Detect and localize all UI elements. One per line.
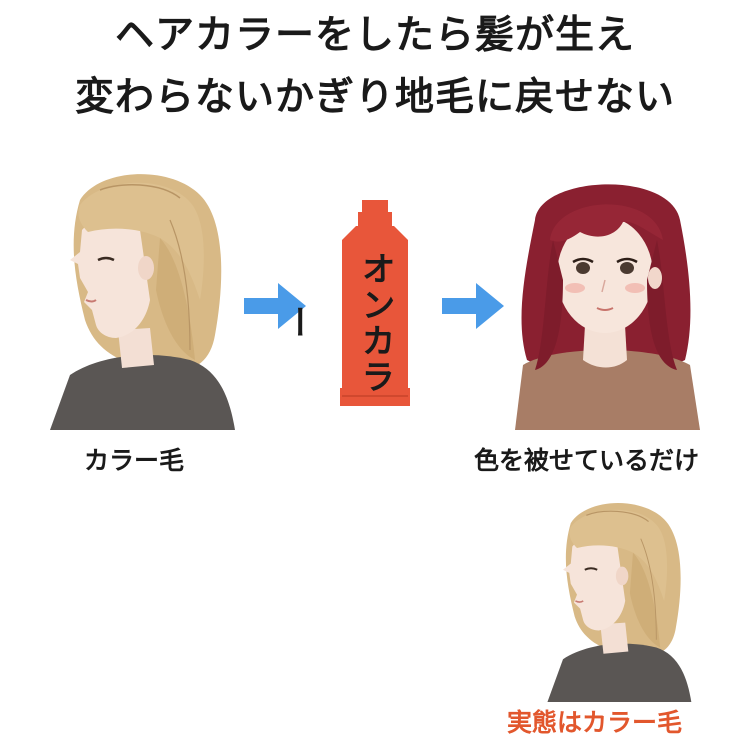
blonde-hair-girl-reality-illustration [547,503,692,702]
title-line-1: ヘアカラーをしたら髪が生え [114,13,635,58]
caption-color-hair: カラー毛 [84,446,185,475]
blonde-hair-girl-illustration [50,174,235,430]
caption-reality: 実態はカラー毛 [507,708,683,737]
tube-label: オンカラー [277,251,395,395]
title-line-2: 変わらないかぎり地毛に戻せない [74,75,675,120]
hair-color-tube: オンカラー [277,200,414,410]
red-hair-girl-illustration [515,184,700,430]
caption-only-coated: 色を被せているだけ [474,446,700,475]
right-arrow-icon [442,283,504,329]
right-arrow-icon [244,283,306,329]
tube-icon [340,200,410,406]
